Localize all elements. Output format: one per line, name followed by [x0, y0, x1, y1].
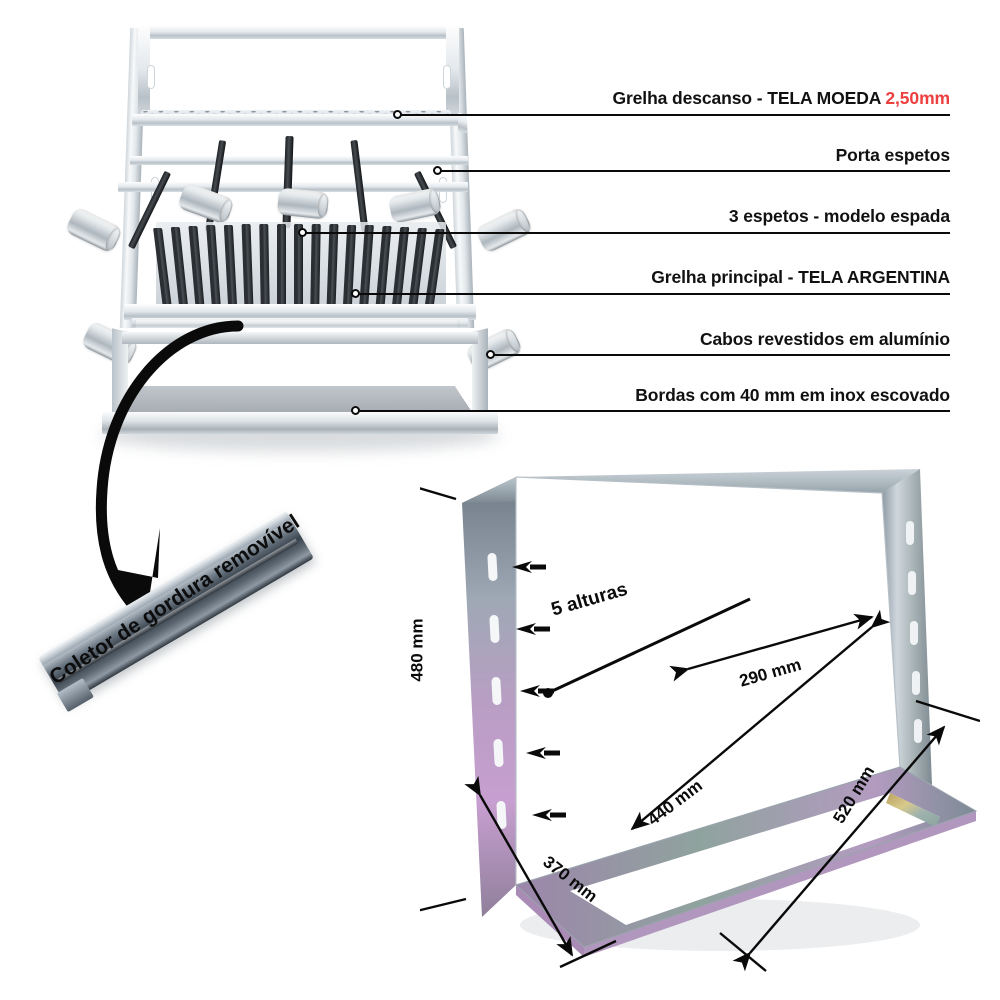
aluminium-handle: [474, 206, 534, 254]
top-bracket-left: [138, 26, 150, 121]
mount-slot: [148, 66, 154, 88]
border-front-40mm: [102, 412, 498, 434]
dim-370: [464, 775, 617, 969]
aluminium-handle: [276, 187, 330, 220]
mount-slot: [444, 66, 450, 88]
aluminium-handle: [64, 206, 124, 254]
callout-dot-3: [297, 227, 307, 237]
callout-label-porta-espetos: Porta espetos: [835, 145, 951, 166]
dim-label-480: 480 mm: [407, 618, 427, 682]
grate-front-frame: [124, 304, 476, 320]
aluminium-handle: [387, 187, 443, 224]
bracket-dimension-drawing: [420, 469, 980, 972]
callout-rule-3: [302, 232, 950, 234]
shelf-front-edge: [132, 114, 462, 126]
callout-rule-2: [437, 170, 950, 172]
bracket-right-wall: [882, 469, 932, 785]
callout-text-1: Grelha descanso - TELA MOEDA: [612, 88, 881, 108]
callout-rule-5: [490, 354, 950, 356]
top-crossbar: [138, 26, 458, 39]
callout-dot-6: [350, 405, 360, 415]
callout-dot-5: [485, 349, 495, 359]
spit-holder-rail-lower: [118, 182, 468, 192]
callout-label-cabos: Cabos revestidos em alumínio: [700, 329, 950, 350]
callout-rule-1: [397, 114, 950, 116]
callout-label-espetos: 3 espetos - modelo espada: [729, 206, 950, 227]
bracket-left-wall: [462, 477, 516, 917]
callout-label-grelha-descanso: Grelha descanso - TELA MOEDA 2,50mm: [612, 88, 950, 109]
grate-front-frame-lower: [132, 318, 468, 328]
callout-rule-6: [355, 410, 950, 412]
callout-text-6: Bordas com 40 mm em inox escovado: [635, 385, 950, 405]
callout-text-5: Cabos revestidos em alumínio: [699, 329, 950, 349]
slot-pointer-arrows: [512, 561, 566, 821]
top-bracket-right: [446, 26, 459, 121]
callout-dot-4: [350, 288, 360, 298]
dim-480: [420, 487, 467, 912]
callout-text-2: Porta espetos: [835, 145, 951, 165]
spit-holder-rail: [130, 156, 468, 165]
callout-text-4: Grelha principal - TELA ARGENTINA: [651, 267, 950, 287]
callout-label-grelha-principal: Grelha principal - TELA ARGENTINA: [651, 267, 950, 288]
callout-dot-1: [392, 109, 402, 119]
callout-text-3: 3 espetos - modelo espada: [728, 206, 950, 226]
dim-520: [719, 699, 980, 972]
callout-highlight-1: 2,50mm: [885, 88, 950, 108]
callout-dot-2: [432, 165, 442, 175]
callout-rule-4: [355, 293, 950, 295]
callout-label-bordas: Bordas com 40 mm em inox escovado: [635, 385, 950, 406]
